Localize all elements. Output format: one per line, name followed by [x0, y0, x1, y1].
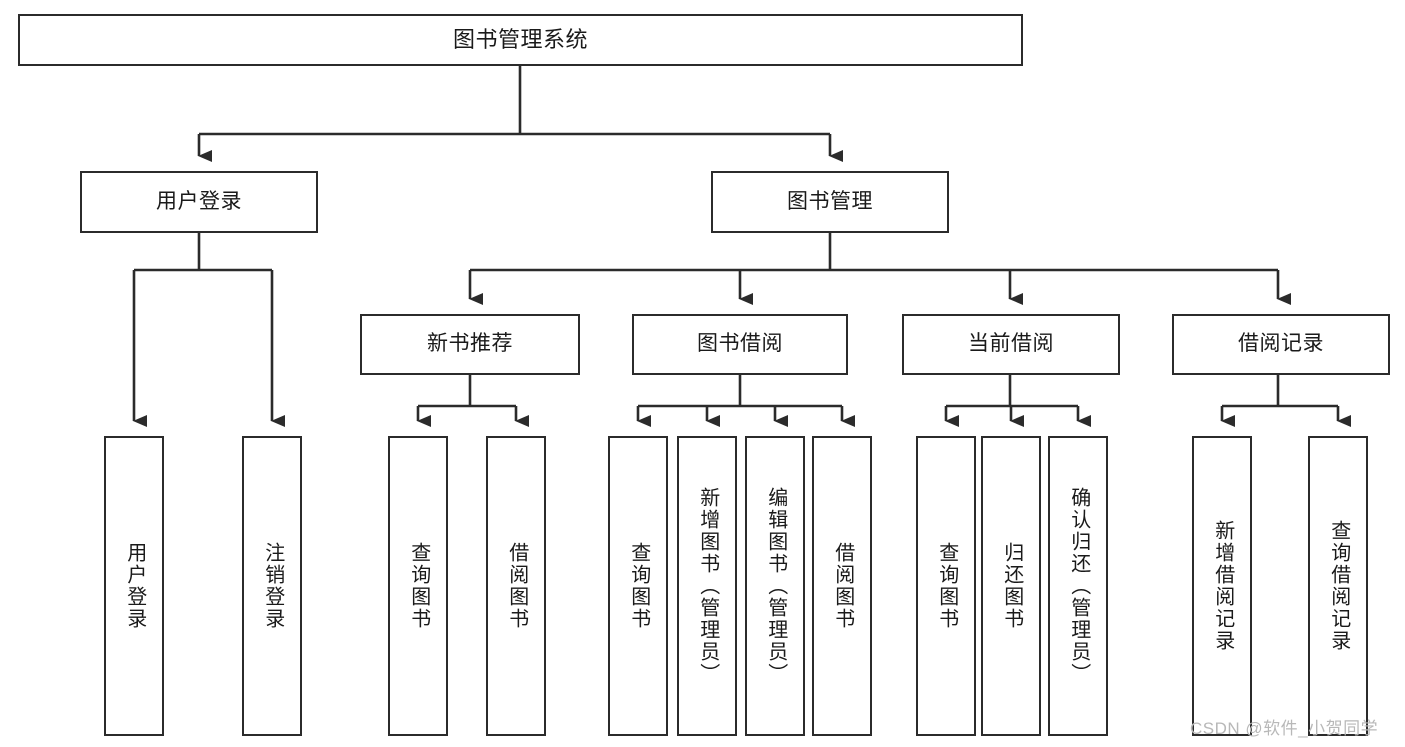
- node-leaf-user-login[interactable]: 用户登录: [104, 436, 164, 736]
- node-leaf-borrow-book-recommend[interactable]: 借阅图书: [486, 436, 546, 736]
- node-leaf-user-login-label: 用户登录: [123, 542, 146, 630]
- node-leaf-borrow-book-label: 借阅图书: [831, 542, 854, 630]
- node-leaf-borrow-book[interactable]: 借阅图书: [812, 436, 872, 736]
- node-leaf-query-book-current[interactable]: 查询图书: [916, 436, 976, 736]
- node-leaf-confirm-return-label: 确认归还（管理员）: [1067, 487, 1090, 685]
- node-leaf-return-book-label: 归还图书: [1000, 542, 1023, 630]
- node-current-borrow-label: 当前借阅: [968, 332, 1054, 356]
- node-root-label: 图书管理系统: [452, 27, 588, 53]
- node-leaf-query-book-current-label: 查询图书: [935, 542, 958, 630]
- node-leaf-query-book-recommend[interactable]: 查询图书: [388, 436, 448, 736]
- node-leaf-query-book-borrow[interactable]: 查询图书: [608, 436, 668, 736]
- node-leaf-borrow-book-recommend-label: 借阅图书: [505, 542, 528, 630]
- node-leaf-confirm-return[interactable]: 确认归还（管理员）: [1048, 436, 1108, 736]
- node-leaf-edit-book-label: 编辑图书（管理员）: [764, 487, 787, 685]
- node-leaf-logout-label: 注销登录: [261, 542, 284, 630]
- node-leaf-add-book-label: 新增图书（管理员）: [696, 487, 719, 685]
- node-user-login[interactable]: 用户登录: [80, 171, 318, 233]
- node-book-borrow-label: 图书借阅: [697, 332, 783, 356]
- node-leaf-add-borrow-record[interactable]: 新增借阅记录: [1192, 436, 1252, 736]
- node-leaf-add-book[interactable]: 新增图书（管理员）: [677, 436, 737, 736]
- node-user-login-label: 用户登录: [156, 189, 242, 213]
- node-book-manage[interactable]: 图书管理: [711, 171, 949, 233]
- node-current-borrow[interactable]: 当前借阅: [902, 314, 1120, 375]
- node-leaf-query-borrow-record[interactable]: 查询借阅记录: [1308, 436, 1368, 736]
- node-leaf-query-book-borrow-label: 查询图书: [627, 542, 650, 630]
- node-new-book-recommend-label: 新书推荐: [427, 332, 513, 356]
- node-leaf-edit-book[interactable]: 编辑图书（管理员）: [745, 436, 805, 736]
- node-leaf-add-borrow-record-label: 新增借阅记录: [1211, 520, 1234, 652]
- node-leaf-logout[interactable]: 注销登录: [242, 436, 302, 736]
- node-new-book-recommend[interactable]: 新书推荐: [360, 314, 580, 375]
- node-leaf-return-book[interactable]: 归还图书: [981, 436, 1041, 736]
- node-borrow-record-label: 借阅记录: [1238, 332, 1324, 356]
- node-leaf-query-borrow-record-label: 查询借阅记录: [1327, 520, 1350, 652]
- node-borrow-record[interactable]: 借阅记录: [1172, 314, 1390, 375]
- node-book-manage-label: 图书管理: [787, 189, 873, 213]
- csdn-watermark: CSDN @软件_小贺同学: [1190, 719, 1379, 738]
- node-leaf-query-book-recommend-label: 查询图书: [407, 542, 430, 630]
- node-book-borrow[interactable]: 图书借阅: [632, 314, 848, 375]
- node-root[interactable]: 图书管理系统: [18, 14, 1023, 66]
